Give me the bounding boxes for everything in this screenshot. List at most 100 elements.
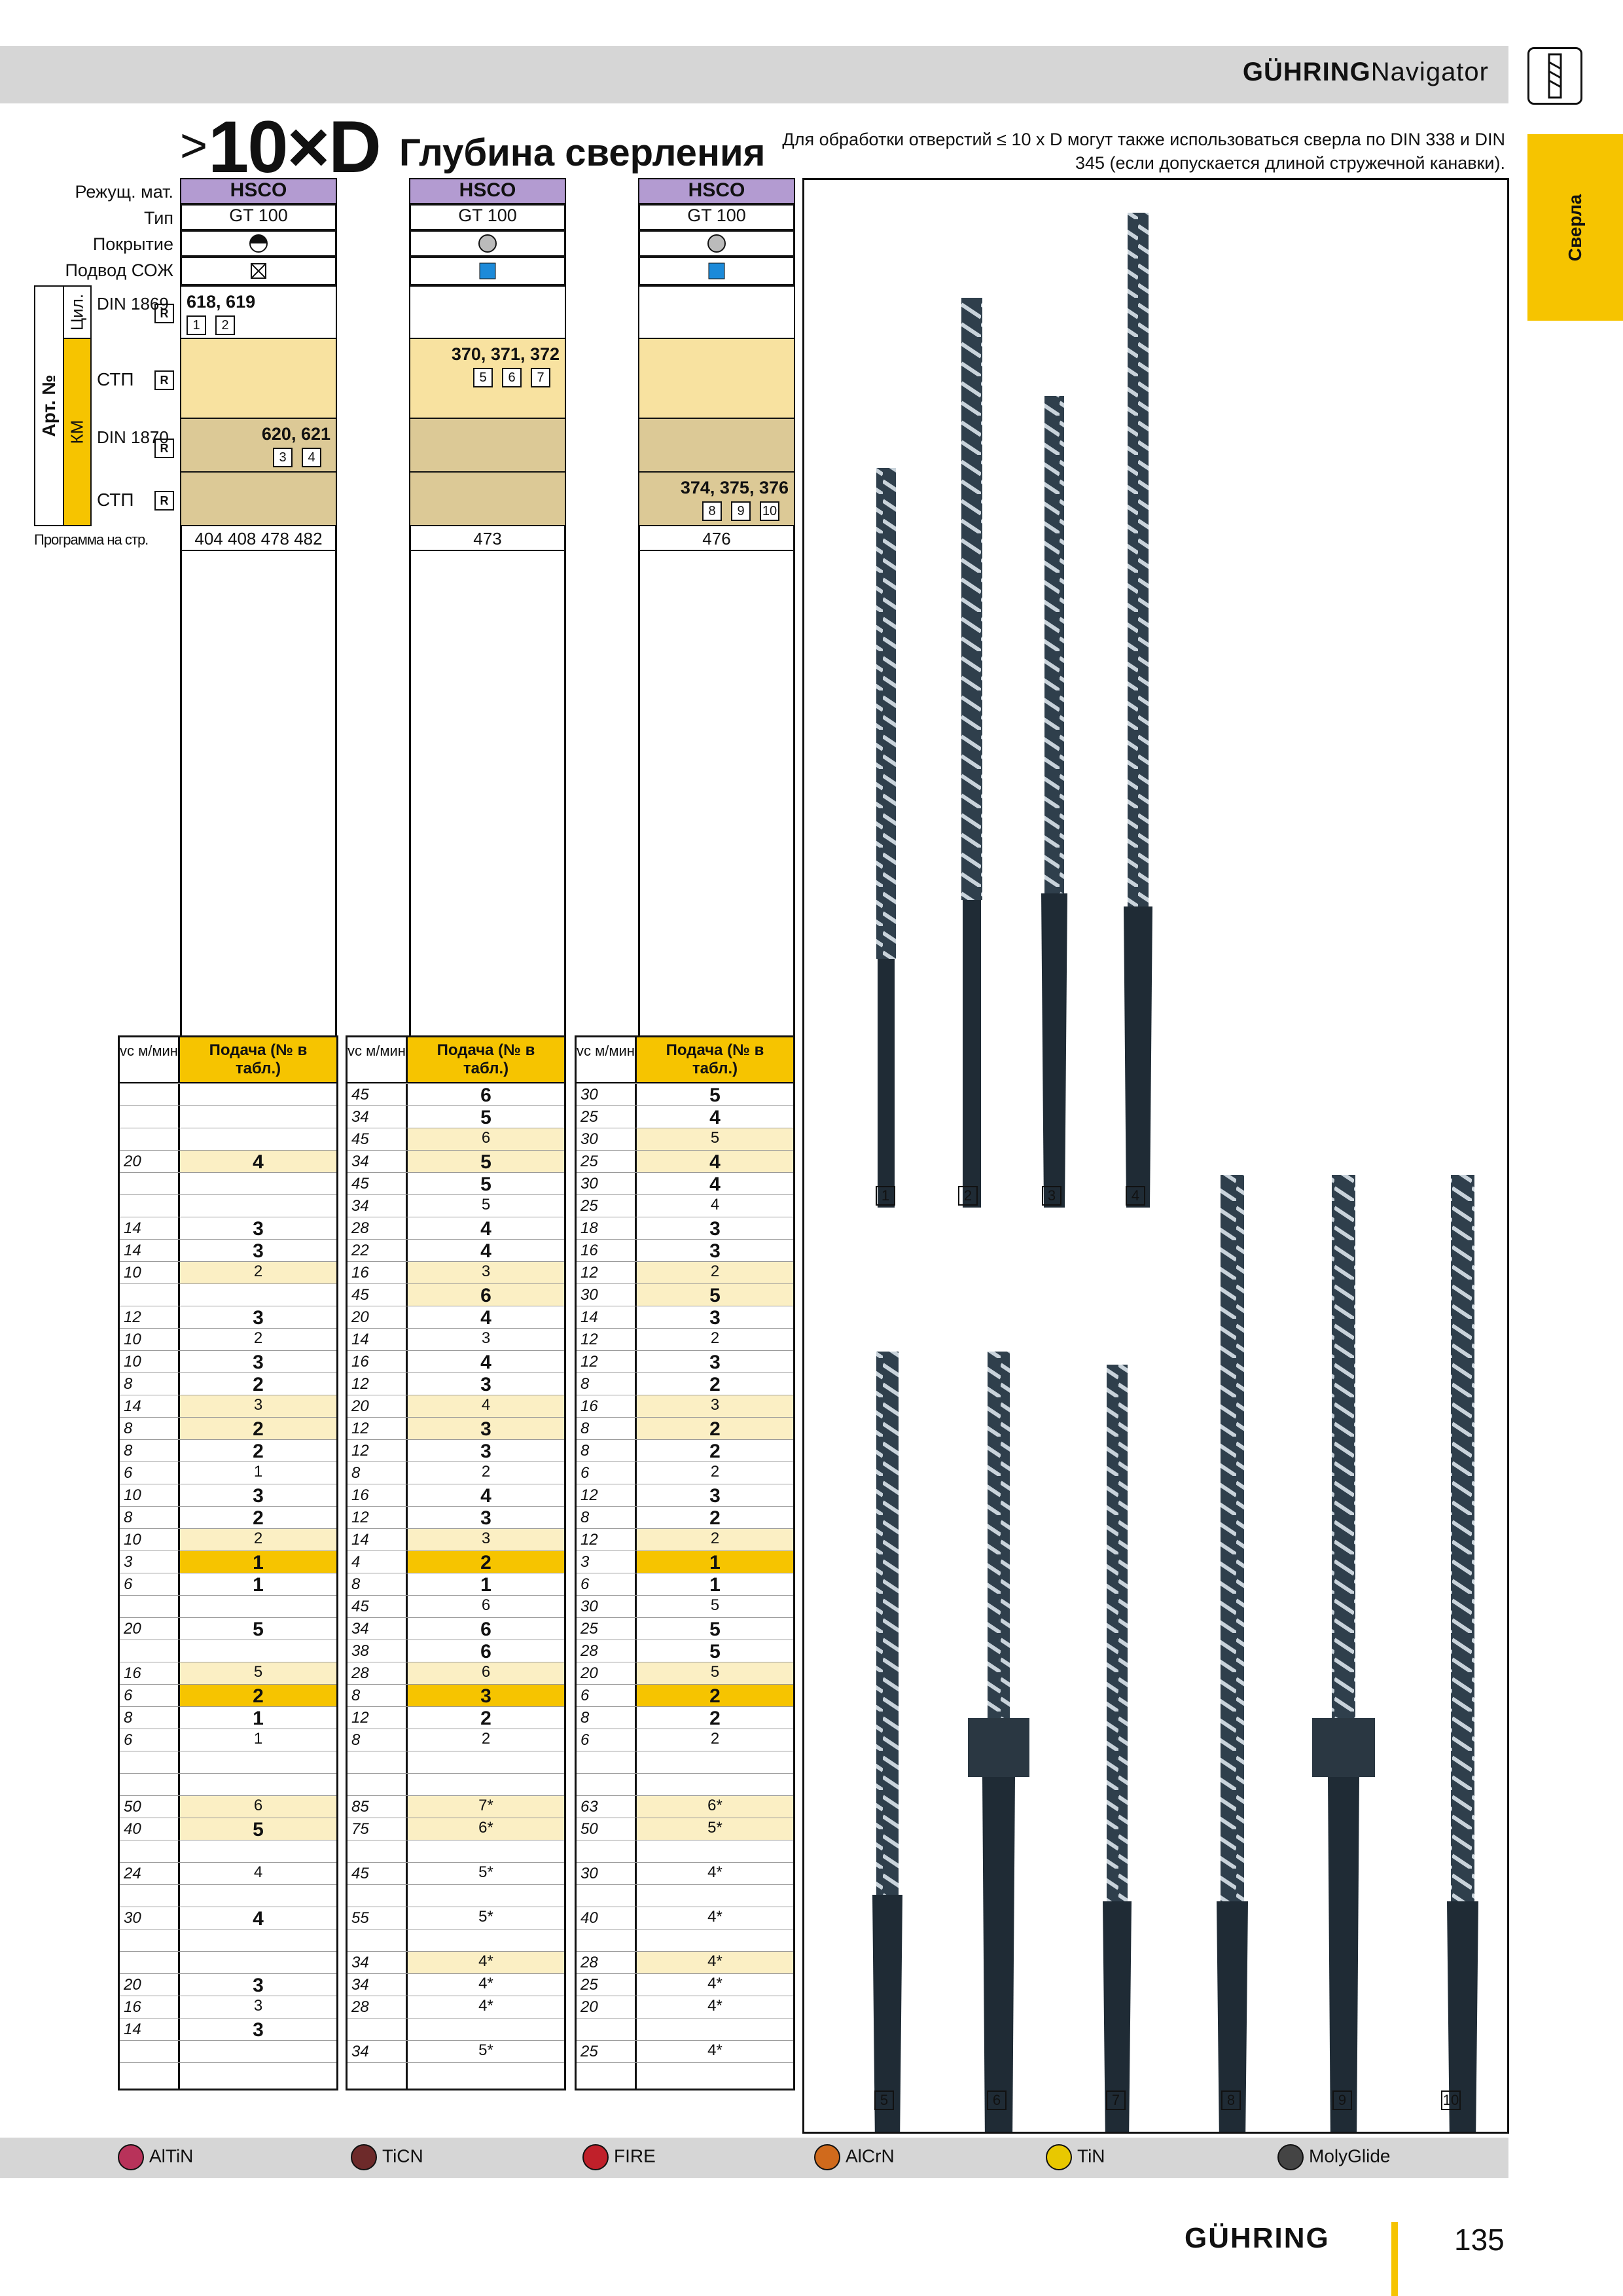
vc-value: 8 — [124, 1442, 133, 1460]
vc-value: 25 — [580, 1620, 598, 1638]
feed-value: 2 — [253, 1418, 264, 1440]
vc-value: 3 — [580, 1553, 590, 1571]
coating-badge-icon — [1277, 2144, 1304, 2170]
vc-value: 8 — [124, 1509, 133, 1526]
vc-value: 25 — [580, 1976, 598, 1994]
feed-value: 1 — [253, 1574, 264, 1596]
km-label-box: КМ — [63, 338, 92, 526]
label-coolant: Подвод СОЖ — [65, 260, 173, 280]
din1870-label: DIN 1870 — [97, 427, 169, 447]
column-divider — [178, 1083, 180, 2089]
vc-value: 14 — [124, 1397, 141, 1415]
feed-value: 4 — [480, 1352, 491, 1373]
feed-value: 2 — [253, 1441, 264, 1462]
top-bar — [0, 46, 1508, 103]
image-number-8: 8 — [1221, 2090, 1241, 2110]
vc-value: 30 — [580, 1086, 598, 1103]
coating-badge-icon — [351, 2144, 377, 2170]
vc-value: 34 — [351, 1108, 369, 1126]
image-number-10: 10 — [1441, 2090, 1461, 2110]
vc-value: 8 — [580, 1509, 590, 1526]
cyl-label-box: Цил. — [63, 285, 92, 339]
table-row — [348, 1751, 564, 1773]
art-number: 620, 621 — [261, 424, 330, 444]
feed-value: 3 — [709, 1307, 721, 1329]
feed-header: Подача (№ в табл.) — [408, 1037, 564, 1083]
feed-value: 3 — [253, 1240, 264, 1262]
feed-value: 4* — [478, 1975, 493, 1992]
feed-value: 2 — [480, 1552, 491, 1573]
coating-name: FIRE — [614, 2145, 656, 2166]
feed-value: 5 — [253, 1619, 264, 1640]
feed-value: 2 — [253, 1263, 263, 1280]
feed-value: 5* — [478, 2041, 493, 2059]
feed-value: 4 — [480, 1218, 491, 1240]
vc-value: 20 — [580, 1664, 598, 1682]
feed-value: 1 — [709, 1574, 721, 1596]
coating-legend-altin: AlTiN — [118, 2144, 193, 2170]
feed-value: 3 — [480, 1374, 491, 1395]
feed-value: 2 — [709, 1374, 721, 1395]
art-no-label: Арт. № — [39, 374, 59, 437]
footer-logo: GÜHRING — [1185, 2222, 1330, 2254]
art-cell — [638, 338, 795, 419]
feed-header: Подача (№ в табл.) — [180, 1037, 336, 1083]
image-number-5: 5 — [874, 2090, 894, 2110]
art-number: 618, 619 — [187, 292, 256, 312]
image-ref-box: 5 — [473, 368, 493, 387]
vc-value: 20 — [351, 1308, 369, 1326]
vc-value: 10 — [124, 1331, 141, 1348]
table-row — [577, 2018, 793, 2040]
side-tab-drills[interactable]: Сверла — [1527, 134, 1623, 321]
feed-value: 4* — [707, 2041, 722, 2059]
feed-value: 2 — [710, 1463, 720, 1480]
image-number-6: 6 — [987, 2090, 1007, 2110]
vc-value: 16 — [351, 1353, 369, 1371]
feed-value: 5 — [480, 1107, 491, 1128]
title-gt: > — [180, 120, 208, 172]
vc-value: 8 — [580, 1709, 590, 1727]
vc-value: 20 — [580, 1998, 598, 2016]
vc-value: 18 — [580, 1219, 598, 1237]
vc-value: 8 — [351, 1464, 361, 1482]
coating-name: MolyGlide — [1309, 2145, 1391, 2166]
feed-value: 3 — [710, 1396, 720, 1414]
vc-value: 45 — [351, 1598, 369, 1615]
vc-value: 24 — [124, 1865, 141, 1882]
vc-value: 16 — [580, 1242, 598, 1259]
r-badge: R — [154, 370, 174, 390]
feed-value: 4* — [707, 1975, 722, 1992]
title-ratio: 10×D — [208, 106, 382, 188]
table-row — [348, 2018, 564, 2040]
coating-legend-alcrn: AlCrN — [814, 2144, 895, 2170]
coating-legend-tin: TiN — [1046, 2144, 1105, 2170]
drills-illustration — [872, 213, 1478, 2144]
art-number: 370, 371, 372 — [451, 344, 560, 364]
